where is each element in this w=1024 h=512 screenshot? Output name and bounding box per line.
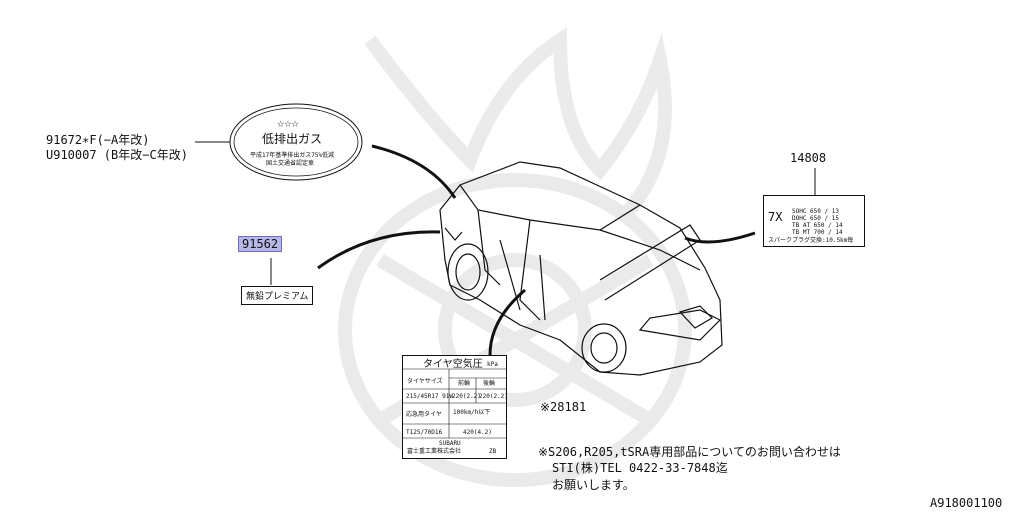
tire-unit: kPa [487,361,498,368]
tire-row1-size: 215/45R17 91W [406,393,453,400]
emission-label-oval [229,103,363,181]
leader-lines [317,144,756,356]
tire-brand: SUBARU [439,440,461,447]
spark-row-1: SOHC 650 / 13 [792,208,839,215]
tire-rear: 後輪 [483,380,496,387]
tire-maker: 富士重工業株式会社 [407,448,462,455]
tire-row1-front: 220(2.2) [452,393,481,400]
figure-id: A918001100 [930,496,1003,510]
tire-row3-value: 420(4.2) [463,429,492,436]
emission-label-oval-inner [233,107,359,177]
note-line-3: お願いします。 [552,478,635,492]
callout-91562[interactable]: 91562 [238,236,283,252]
callout-14808: 14808 [790,151,827,165]
watermark-emblem [338,26,692,487]
callout-28181: ※28181 [540,400,587,414]
car-body [439,161,723,376]
spark-label: 7X SOHC 650 / 13 DOHC 650 / 15 TB AT 650… [763,195,865,247]
fuel-label: 無鉛プレミアム [241,286,314,305]
emission-title: 低排出ガス [262,132,323,146]
tire-row3-size: T125/70D16 [406,429,443,436]
spark-row-4: TB MT 700 / 14 [792,229,843,236]
spark-header: 7X [768,210,783,224]
tire-row2-label: 応急用タイヤ [406,411,442,418]
tire-row2-value: 100km/h以下 [453,409,491,416]
callout-91672: 91672∗F(−A年改) [46,133,150,147]
note-line-1: ※S206,R205,tSRA専用部品についてのお問い合わせは [538,445,841,459]
emission-line1: 平成17年基準排出ガス75%低減 [250,152,335,159]
tire-code: ZB [489,448,497,455]
emission-line2: 国土交通省認定車 [266,160,315,167]
spark-row-3: TB AT 650 / 14 [792,222,843,229]
note-line-2: STI(株)TEL 0422-33-7848迄 [552,461,728,475]
emission-stars: ☆☆☆ [277,116,299,130]
tire-grid [403,368,506,439]
tire-front: 前輪 [458,380,471,387]
tire-label: タイヤ空気圧 kPa タイヤサイズ 前輪 後輪 215/45R17 91W 22… [402,355,508,459]
spark-footer: スパークプラグ交換:10.5km毎 [768,237,854,244]
tire-row1-rear: 220(2.2) [479,393,508,400]
tire-title: タイヤ空気圧 [423,359,483,370]
tire-size-label: タイヤサイズ [407,378,443,385]
callout-u910007: U910007 (B年改−C年改) [46,148,188,162]
spark-row-2: DOHC 650 / 15 [792,215,839,222]
